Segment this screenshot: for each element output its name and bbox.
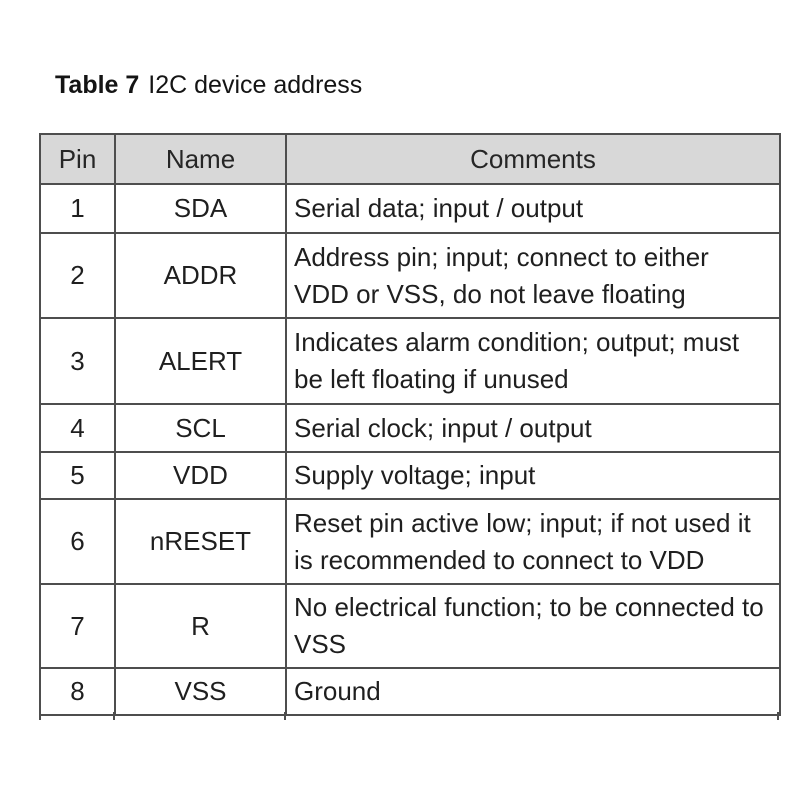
pin-comment: Serial data; input / output <box>285 183 781 234</box>
pin-number: 7 <box>39 583 116 669</box>
cut-off-row-border <box>39 712 41 720</box>
table-row: 7 R No electrical function; to be connec… <box>39 583 781 669</box>
table-header-row: Pin Name Comments <box>39 133 781 185</box>
cut-off-row-border <box>284 712 286 720</box>
pin-number: 3 <box>39 317 116 405</box>
pin-number: 8 <box>39 667 116 716</box>
cut-off-row-border <box>777 712 779 720</box>
pin-name: SCL <box>114 403 287 453</box>
table-caption-title: I2C device address <box>148 71 363 99</box>
table-row: 6 nRESET Reset pin active low; input; if… <box>39 498 781 585</box>
comment-line: Indicates alarm condition; output; must <box>294 327 740 357</box>
comment-line: VSS <box>294 629 347 659</box>
pin-number: 1 <box>39 183 116 234</box>
pin-comment: Ground <box>285 667 781 716</box>
pin-name: VSS <box>114 667 287 716</box>
pin-name: SDA <box>114 183 287 234</box>
table-caption: Table 7 I2C device address <box>55 71 362 100</box>
comment-line: VDD or VSS, do not leave floating <box>294 278 686 309</box>
pin-name: nRESET <box>114 498 287 585</box>
pin-comment: Indicates alarm condition; output; must … <box>285 317 781 405</box>
pin-comment: No electrical function; to be connected … <box>285 583 781 669</box>
header-name: Name <box>114 133 287 185</box>
comment-line: be left floating if unused <box>294 364 569 394</box>
pin-name: R <box>114 583 287 669</box>
pin-comment: Reset pin active low; input; if not used… <box>285 498 781 585</box>
comment-line: Ground <box>294 676 381 706</box>
pin-comment: Address pin; input; connect to either VD… <box>285 232 781 319</box>
table-row: 2 ADDR Address pin; input; connect to ei… <box>39 232 781 319</box>
table-caption-number: Table 7 <box>55 71 140 99</box>
table-row: 8 VSS Ground <box>39 667 781 716</box>
header-comments: Comments <box>285 133 781 185</box>
comment-line: Address pin; input; connect to either <box>294 241 709 272</box>
pin-number: 2 <box>39 232 116 319</box>
comment-line: No electrical function; to be connected … <box>294 592 764 622</box>
pin-name: VDD <box>114 451 287 500</box>
comment-line: Supply voltage; input <box>294 460 536 490</box>
table-row: 1 SDA Serial data; input / output <box>39 183 781 234</box>
pin-comment: Serial clock; input / output <box>285 403 781 453</box>
comment-line: Reset pin active low; input; if not used… <box>294 507 751 538</box>
table-row: 4 SCL Serial clock; input / output <box>39 403 781 453</box>
table-row: 5 VDD Supply voltage; input <box>39 451 781 500</box>
pin-number: 5 <box>39 451 116 500</box>
pin-comment: Supply voltage; input <box>285 451 781 500</box>
comment-line: Serial data; input / output <box>294 193 584 223</box>
i2c-device-address-table: Pin Name Comments 1 SDA Serial data; inp… <box>39 133 781 716</box>
comment-line: Serial clock; input / output <box>294 412 592 443</box>
table-row: 3 ALERT Indicates alarm condition; outpu… <box>39 317 781 405</box>
pin-name: ADDR <box>114 232 287 319</box>
pin-name: ALERT <box>114 317 287 405</box>
pin-number: 4 <box>39 403 116 453</box>
comment-line: is recommended to connect to VDD <box>294 544 705 575</box>
pin-number: 6 <box>39 498 116 585</box>
header-pin: Pin <box>39 133 116 185</box>
cut-off-row-border <box>113 712 115 720</box>
